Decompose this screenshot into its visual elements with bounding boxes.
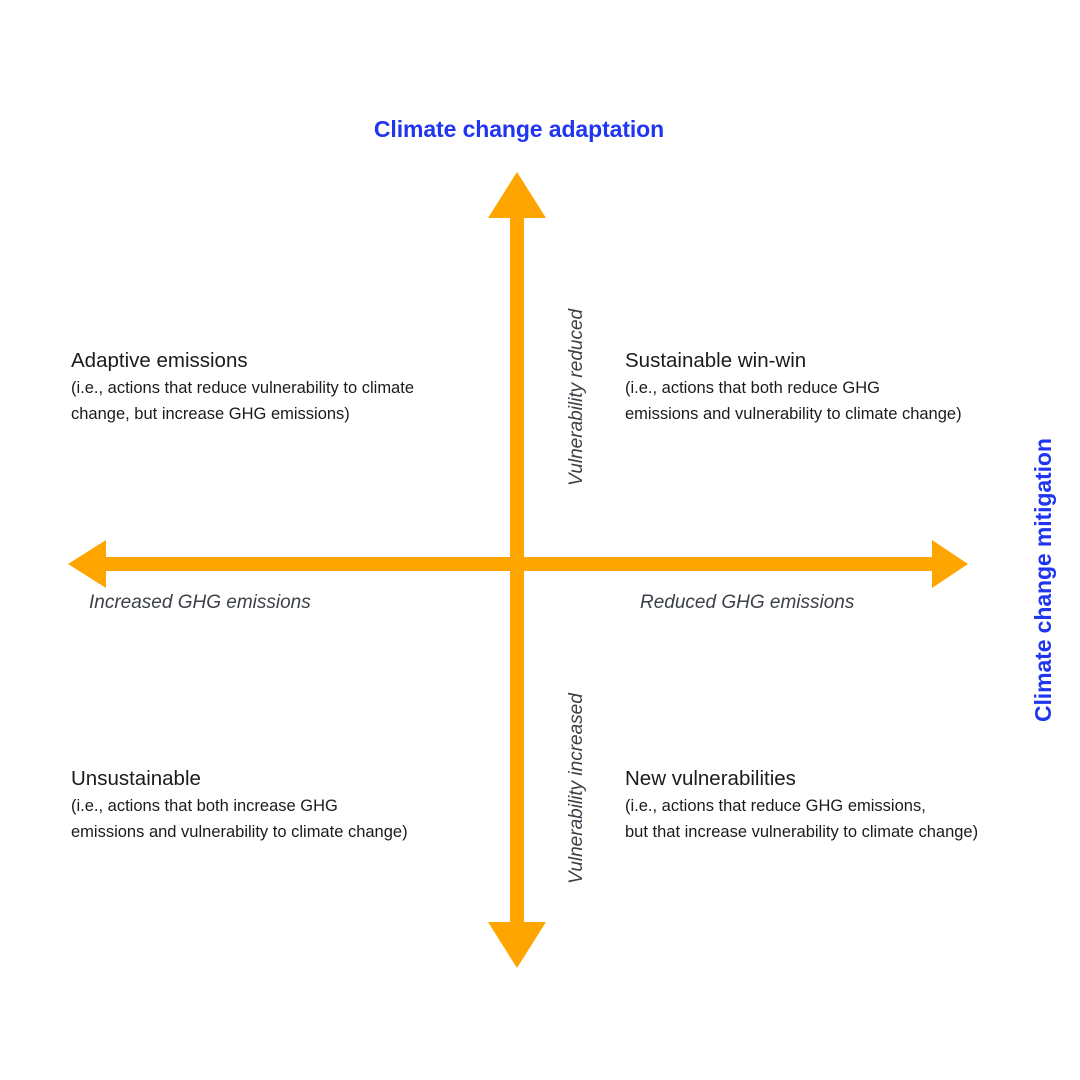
quadrant-bottom-left: Unsustainable (i.e., actions that both i… (71, 765, 491, 845)
arrow-right-icon (932, 540, 968, 588)
quadrant-body: (i.e., actions that both reduce GHG emis… (625, 379, 962, 423)
horizontal-axis-negative-label: Increased GHG emissions (89, 592, 311, 613)
horizontal-axis-shaft (100, 557, 940, 571)
horizontal-axis-positive-label: Reduced GHG emissions (640, 592, 855, 613)
quadrant-top-left: Adaptive emissions (i.e., actions that r… (71, 347, 491, 427)
vertical-axis-negative-label: Vulnerability increased (566, 693, 587, 884)
quadrant-heading: Sustainable win-win (625, 349, 807, 372)
quadrant-body: (i.e., actions that reduce vulnerability… (71, 379, 414, 423)
vertical-axis-title: Climate change adaptation (373, 116, 665, 142)
horizontal-axis-title: Climate change mitigation (1030, 438, 1056, 722)
vertical-axis-positive-label: Vulnerability reduced (566, 308, 587, 486)
arrow-up-icon (488, 172, 546, 218)
quadrant-top-right: Sustainable win-win (i.e., actions that … (625, 347, 1045, 427)
quadrant-bottom-right: New vulnerabilities (i.e., actions that … (625, 765, 1055, 845)
arrow-left-icon (68, 540, 106, 588)
quadrant-body: (i.e., actions that both increase GHG em… (71, 797, 408, 841)
arrow-down-icon (488, 922, 546, 968)
quadrant-heading: Unsustainable (71, 767, 201, 790)
quadrant-body: (i.e., actions that reduce GHG emissions… (625, 797, 979, 841)
quadrant-heading: Adaptive emissions (71, 349, 248, 372)
quadrant-heading: New vulnerabilities (625, 767, 796, 790)
